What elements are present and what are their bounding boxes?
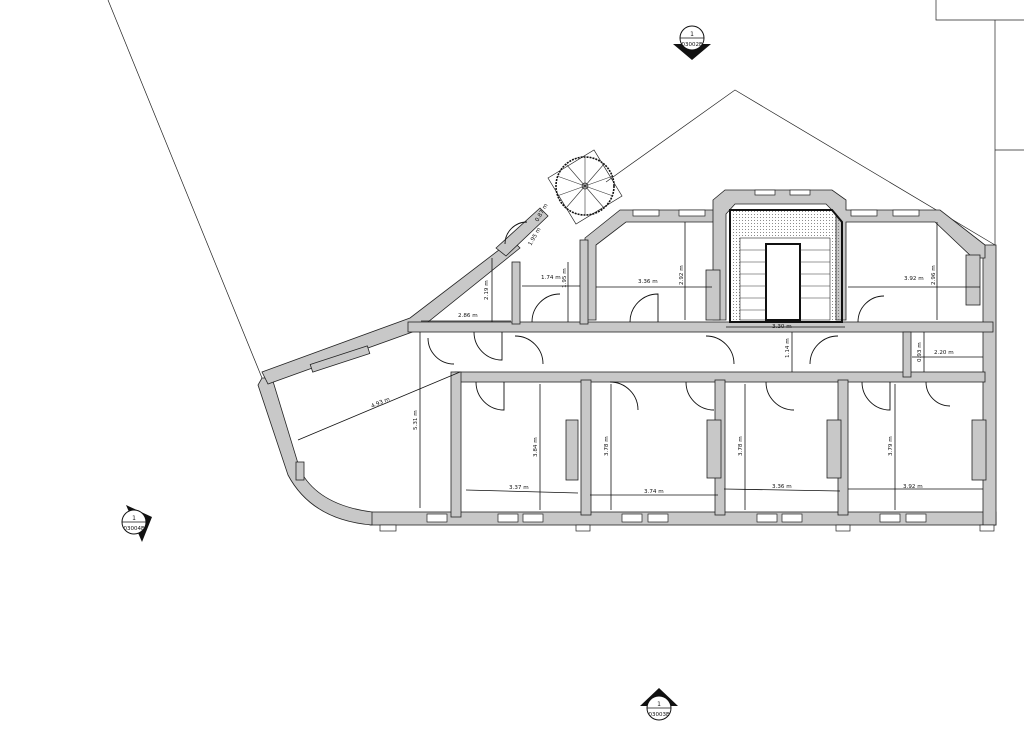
spiral-staircase bbox=[547, 149, 623, 225]
dim-label-292: 2.92 m bbox=[679, 265, 685, 285]
dim-label-378a: 3.78 m bbox=[604, 436, 610, 456]
dim-label-093: 0.93 m bbox=[917, 342, 923, 362]
building-walls bbox=[257, 189, 997, 526]
elevation-marker-bottom[interactable]: 1 03003E bbox=[640, 688, 678, 721]
marker-top-ref: 03002E bbox=[682, 42, 703, 48]
marker-bottom-number: 1 bbox=[657, 701, 661, 708]
windows bbox=[379, 189, 995, 532]
dimension-lines bbox=[297, 222, 983, 510]
dim-label-174: 1.74 m bbox=[541, 275, 561, 281]
dim-label-219: 2.19 m bbox=[484, 280, 490, 300]
marker-left-number: 1 bbox=[132, 515, 136, 522]
marker-top-number: 1 bbox=[690, 31, 694, 38]
dim-label-114: 1.14 m bbox=[785, 338, 791, 358]
dim-label-220: 2.20 m bbox=[934, 350, 954, 356]
marker-left-ref: 03004E bbox=[124, 526, 145, 532]
dim-label-531: 5.31 m bbox=[413, 410, 419, 430]
dim-label-330: 3.30 m bbox=[772, 324, 792, 330]
dim-label-392b: 3.92 m bbox=[903, 484, 923, 490]
main-staircase bbox=[729, 209, 843, 323]
dim-label-493: 4.93 m bbox=[370, 397, 390, 410]
site-boundary bbox=[107, 0, 1024, 379]
elevation-marker-left[interactable]: 1 03004E bbox=[121, 505, 152, 542]
dim-label-336b: 3.36 m bbox=[772, 484, 792, 490]
dim-label-392a: 3.92 m bbox=[904, 276, 924, 282]
elevation-marker-top[interactable]: 1 03002E bbox=[673, 25, 711, 60]
dim-label-296: 2.96 m bbox=[931, 265, 937, 285]
dim-label-195b: 1.95 m bbox=[562, 268, 568, 288]
dim-label-336a: 3.36 m bbox=[638, 279, 658, 285]
dim-label-374: 3.74 m bbox=[644, 489, 664, 495]
marker-bottom-ref: 03003E bbox=[649, 712, 670, 718]
dim-label-379: 3.79 m bbox=[888, 436, 894, 456]
dim-label-337: 3.37 m bbox=[509, 485, 529, 491]
dim-label-286: 2.86 m bbox=[458, 313, 478, 319]
dim-label-378b: 3.78 m bbox=[738, 436, 744, 456]
doors bbox=[427, 221, 951, 411]
dim-label-384: 3.84 m bbox=[533, 437, 539, 457]
